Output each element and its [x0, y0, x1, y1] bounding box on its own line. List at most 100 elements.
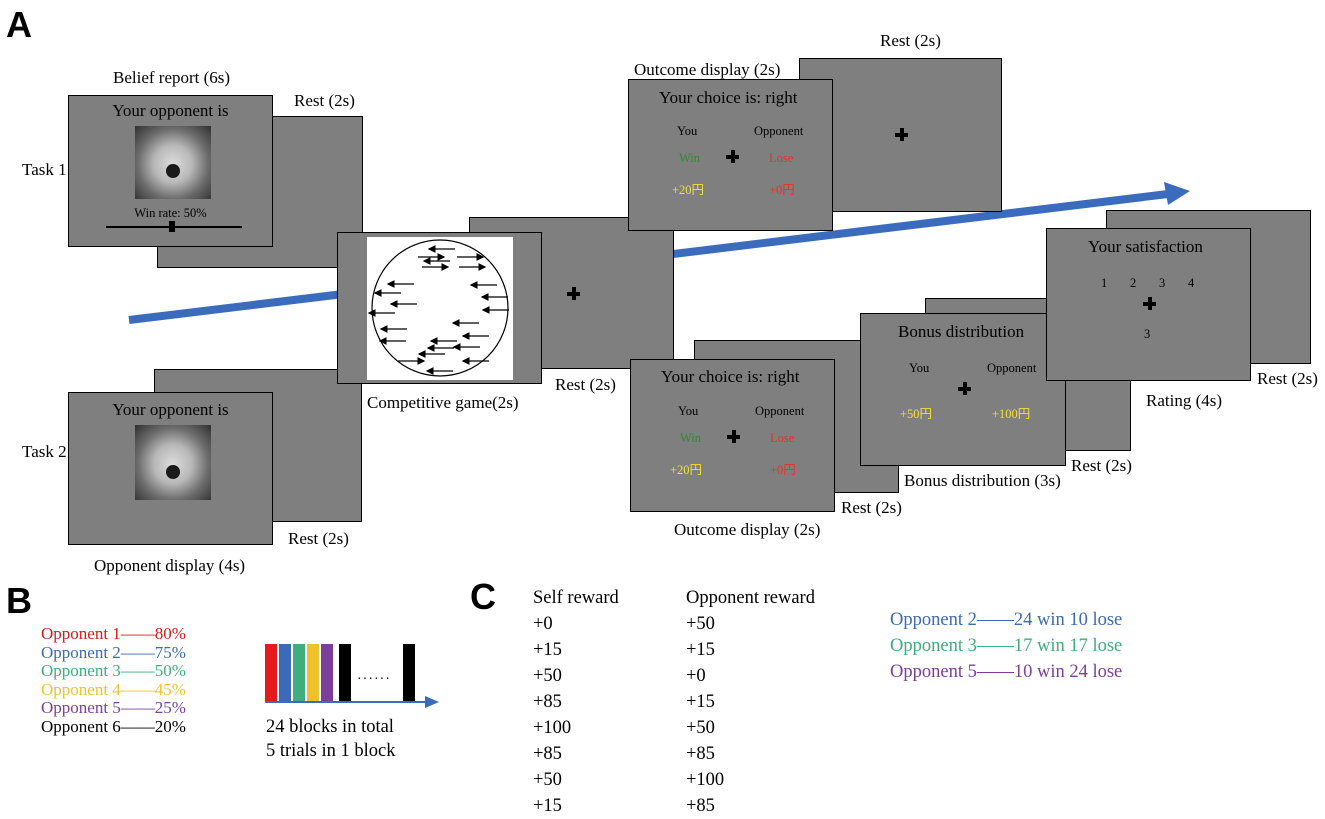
outcome-caption-task2: Outcome display (2s)	[674, 520, 821, 539]
rest-caption-rating: Rest (2s)	[1257, 369, 1318, 388]
block-axis-arrow-icon	[425, 696, 439, 708]
rating-scale-3[interactable]: 3	[1159, 276, 1166, 290]
self-reward-value: +50	[533, 666, 562, 686]
rest-caption-outcome1: Rest (2s)	[880, 31, 941, 50]
you-result: Win	[680, 431, 702, 445]
opponent-5-row: Opponent 5——25%	[41, 698, 186, 717]
block-axis-line	[265, 701, 427, 703]
fixation-cross-icon	[958, 382, 971, 395]
opponent-reward-value: +15	[686, 692, 715, 712]
opponent-display-title: Your opponent is	[112, 400, 229, 419]
self-reward-value: +0	[533, 614, 553, 634]
rating-title: Your satisfaction	[1088, 237, 1203, 256]
opponent-result: Lose	[769, 151, 794, 165]
legend-opponent-5: Opponent 5——10 win 24 lose	[890, 662, 1123, 682]
arrow-field	[367, 239, 509, 377]
task1-label: Task 1	[22, 160, 67, 179]
panel-a-label: A	[6, 4, 32, 45]
fixation-cross-icon	[895, 128, 908, 141]
opponent-win-rate-list: Opponent 1——80% Opponent 2——75% Opponent…	[41, 624, 186, 736]
dot-motion-stimulus	[367, 237, 513, 380]
block-bar	[307, 644, 319, 702]
you-bonus-amount: +50円	[900, 407, 933, 421]
rest-caption-game: Rest (2s)	[555, 375, 616, 394]
task2-label: Task 2	[22, 442, 67, 461]
block-description: 24 blocks in total 5 trials in 1 block	[266, 715, 395, 763]
win-rate-slider-handle[interactable]	[169, 221, 175, 232]
self-reward-value: +15	[533, 796, 562, 816]
legend-opponent-5-text: 10 win 24 lose	[1013, 662, 1123, 682]
opponent-4-row: Opponent 4——45%	[41, 679, 186, 699]
bonus-distribution-screen: Bonus distribution You Opponent +50円 +10…	[860, 313, 1066, 466]
competitive-game-screen	[337, 232, 542, 384]
opponent-4-label: Opponent 4	[41, 679, 121, 699]
legend-opponent-2: Opponent 2——24 win 10 lose	[890, 610, 1123, 630]
rating-scale-4[interactable]: 4	[1188, 276, 1195, 290]
opponent-reward-value: +0	[686, 666, 706, 686]
opponent-amount: +0円	[770, 463, 796, 477]
opponent-1-label: Opponent 1	[41, 624, 121, 643]
self-reward-value: +15	[533, 640, 562, 660]
rating-scale-1[interactable]: 1	[1101, 276, 1108, 290]
opponent-label: Opponent	[755, 404, 805, 418]
outcome-display-screen-task2: Your choice is: right You Opponent Win L…	[630, 359, 835, 512]
block-bar	[293, 644, 305, 702]
legend-opponent-2-text: 24 win 10 lose	[1013, 610, 1123, 630]
rest-caption-bonus: Rest (2s)	[1071, 456, 1132, 475]
block-bar	[265, 644, 277, 702]
belief-report-screen: Your opponent is Win rate: 50%	[68, 95, 273, 247]
opponent-3-row: Opponent 3——50%	[41, 661, 186, 680]
opponent-reward-value: +85	[686, 796, 715, 816]
you-label: You	[909, 361, 930, 375]
opponent-display-screen: Your opponent is	[68, 392, 273, 545]
self-reward-column: Self reward +0 +15 +50 +85 +100 +85 +50 …	[533, 585, 619, 819]
rest-caption-belief: Rest (2s)	[294, 91, 355, 110]
win-rate-label: Win rate: 50%	[134, 206, 207, 220]
legend-opponent-2-label: Opponent 2	[890, 610, 977, 630]
self-reward-header: Self reward	[533, 588, 619, 608]
opponent-amount: +0円	[769, 183, 795, 197]
opponent-reward-value: +15	[686, 640, 715, 660]
fixation-cross-icon	[726, 150, 739, 163]
opponent-6-rate: 20%	[154, 716, 186, 736]
opponent-bonus-amount: +100円	[992, 407, 1031, 421]
bonus-caption: Bonus distribution (3s)	[904, 471, 1061, 490]
opponent-label: Opponent	[754, 124, 804, 138]
opponent-display-caption: Opponent display (4s)	[94, 556, 246, 575]
opponent-2-label: Opponent 2	[41, 642, 121, 662]
fixation-cross-icon	[727, 430, 740, 443]
legend-opponent-5-label: Opponent 5	[890, 662, 977, 682]
rest-caption-opponent-display: Rest (2s)	[288, 529, 349, 548]
belief-title: Your opponent is	[112, 101, 229, 120]
rating-scale-2[interactable]: 2	[1130, 276, 1137, 290]
block-sequence-diagram: ······	[265, 644, 440, 708]
legend-opponent-3: Opponent 3——17 win 17 lose	[890, 636, 1123, 656]
choice-title: Your choice is: right	[661, 367, 800, 386]
opponent-face-image	[135, 425, 211, 500]
opponent-5-rate: 25%	[154, 698, 186, 717]
self-reward-value: +100	[533, 718, 572, 738]
opponent-6-row: Opponent 6——20%	[41, 716, 186, 736]
win-lose-legend: Opponent 2——24 win 10 lose Opponent 3——1…	[890, 607, 1122, 685]
you-result: Win	[679, 151, 701, 165]
blocks-total-text: 24 blocks in total	[266, 717, 394, 737]
self-reward-value: +85	[533, 744, 562, 764]
legend-opponent-3-text: 17 win 17 lose	[1013, 636, 1123, 656]
rating-caption: Rating (4s)	[1146, 391, 1223, 410]
opponent-6-label: Opponent 6	[41, 716, 121, 736]
opponent-1-rate: 80%	[154, 624, 186, 643]
opponent-result: Lose	[770, 431, 795, 445]
rating-screen: Your satisfaction 1 2 3 4 3	[1046, 228, 1251, 381]
opponent-reward-value: +85	[686, 744, 715, 764]
panel-b-label: B	[6, 580, 32, 621]
you-amount: +20円	[672, 183, 705, 197]
opponent-reward-value: +50	[686, 614, 715, 634]
opponent-reward-header: Opponent reward	[686, 588, 815, 608]
opponent-3-label: Opponent 3	[41, 661, 121, 680]
choice-title: Your choice is: right	[659, 88, 798, 107]
bonus-title: Bonus distribution	[898, 322, 1025, 341]
you-label: You	[677, 124, 698, 138]
fixation-cross-icon	[567, 287, 580, 300]
rating-selected-value: 3	[1144, 327, 1151, 341]
opponent-2-row: Opponent 2——75%	[41, 642, 186, 662]
